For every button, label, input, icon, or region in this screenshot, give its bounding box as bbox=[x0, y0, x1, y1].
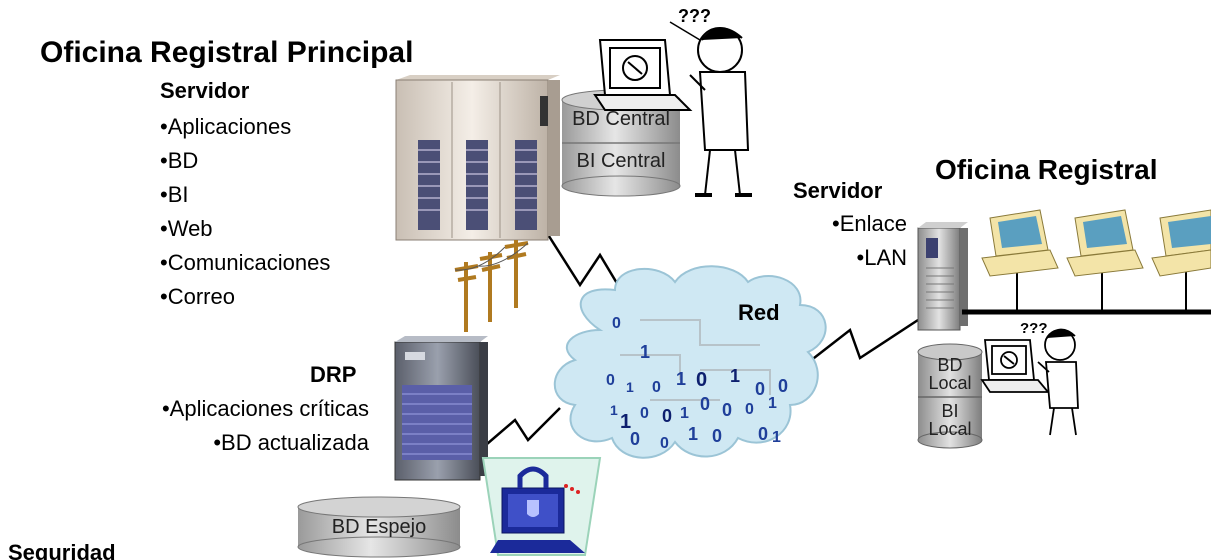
main-server-item: •BI bbox=[160, 182, 189, 207]
main-office-title: Oficina Registral Principal bbox=[40, 36, 414, 69]
svg-text:1: 1 bbox=[688, 424, 698, 444]
svg-text:0: 0 bbox=[722, 400, 732, 420]
db-central-cylinder-icon bbox=[561, 89, 681, 197]
svg-text:0: 0 bbox=[696, 369, 707, 391]
svg-text:1: 1 bbox=[626, 379, 634, 395]
security-lock-computer-icon bbox=[481, 457, 602, 556]
branch-server-heading: Servidor bbox=[793, 178, 883, 203]
bi-local-label-line1: BI bbox=[941, 401, 959, 421]
svg-text:1: 1 bbox=[772, 429, 781, 446]
svg-text:0: 0 bbox=[606, 372, 615, 389]
svg-text:1: 1 bbox=[640, 342, 650, 362]
branch-server-item: •LAN bbox=[856, 245, 908, 270]
drp-item: •BD actualizada bbox=[213, 430, 369, 455]
workstation-3-icon bbox=[1151, 209, 1211, 277]
main-server-item: •Aplicaciones bbox=[160, 114, 292, 139]
svg-text:1: 1 bbox=[620, 411, 631, 433]
svg-text:1: 1 bbox=[730, 366, 740, 386]
svg-text:0: 0 bbox=[745, 401, 754, 418]
svg-text:0: 0 bbox=[652, 379, 661, 396]
bi-central-label: BI Central bbox=[576, 150, 666, 172]
svg-text:0: 0 bbox=[755, 379, 765, 399]
svg-text:1: 1 bbox=[680, 405, 689, 422]
utility-poles-icon bbox=[454, 240, 529, 332]
svg-text:1: 1 bbox=[610, 402, 618, 418]
drp-heading: DRP bbox=[310, 362, 357, 387]
svg-text:0: 0 bbox=[660, 435, 669, 452]
workstation-1-icon bbox=[981, 209, 1059, 277]
svg-text:0: 0 bbox=[758, 424, 768, 444]
main-server-item: •Comunicaciones bbox=[160, 250, 331, 275]
main-server-item: •BD bbox=[160, 148, 199, 173]
network-cloud-icon: 0 1 0 1 0 1 0 1 0 0 1 1 0 0 1 0 0 0 1 0 … bbox=[553, 265, 827, 459]
confused-marks-main: ??? bbox=[678, 6, 711, 26]
db-local-label-line1: BD bbox=[937, 355, 963, 375]
branch-server-icon bbox=[917, 222, 968, 331]
confused-user-branch-icon bbox=[980, 328, 1079, 436]
cable-main-to-cloud bbox=[538, 221, 632, 306]
network-label: Red bbox=[738, 300, 780, 325]
db-mirror-cylinder-icon bbox=[297, 496, 461, 558]
svg-text:1: 1 bbox=[768, 395, 777, 412]
drp-server-icon bbox=[394, 336, 488, 481]
branch-server-item: •Enlace bbox=[832, 211, 907, 236]
confused-user-main-icon bbox=[593, 27, 752, 197]
drp-item: •Aplicaciones críticas bbox=[161, 396, 369, 421]
db-local-label-line2: Local bbox=[928, 373, 972, 393]
svg-text:0: 0 bbox=[612, 315, 621, 332]
bi-local-label: BI Local bbox=[918, 402, 982, 438]
branch-office-title: Oficina Registral bbox=[935, 154, 1158, 185]
svg-text:1: 1 bbox=[676, 369, 686, 389]
main-server-item: •Correo bbox=[160, 284, 235, 309]
svg-text:0: 0 bbox=[640, 405, 649, 422]
svg-text:0: 0 bbox=[778, 376, 788, 396]
main-server-item: •Web bbox=[160, 216, 213, 241]
svg-text:0: 0 bbox=[712, 426, 722, 446]
svg-text:0: 0 bbox=[700, 394, 710, 414]
svg-text:0: 0 bbox=[630, 429, 640, 449]
cable-drp-to-cloud bbox=[479, 407, 561, 451]
confused-marks-branch: ??? bbox=[1020, 320, 1048, 337]
bi-local-label-line2: Local bbox=[928, 419, 972, 439]
workstation-2-icon bbox=[1066, 209, 1144, 277]
main-server-heading: Servidor bbox=[160, 78, 250, 103]
security-heading: Seguridad bbox=[8, 540, 116, 560]
lan-bus-line bbox=[962, 272, 1211, 315]
db-central-label: BD Central bbox=[572, 108, 670, 130]
cable-cloud-to-branch bbox=[804, 318, 919, 366]
db-mirror-label: BD Espejo bbox=[331, 516, 427, 538]
db-local-cylinder-icon bbox=[917, 343, 983, 449]
main-server-icon bbox=[395, 75, 560, 241]
db-local-label: BD Local bbox=[918, 356, 982, 392]
svg-text:0: 0 bbox=[662, 406, 672, 426]
